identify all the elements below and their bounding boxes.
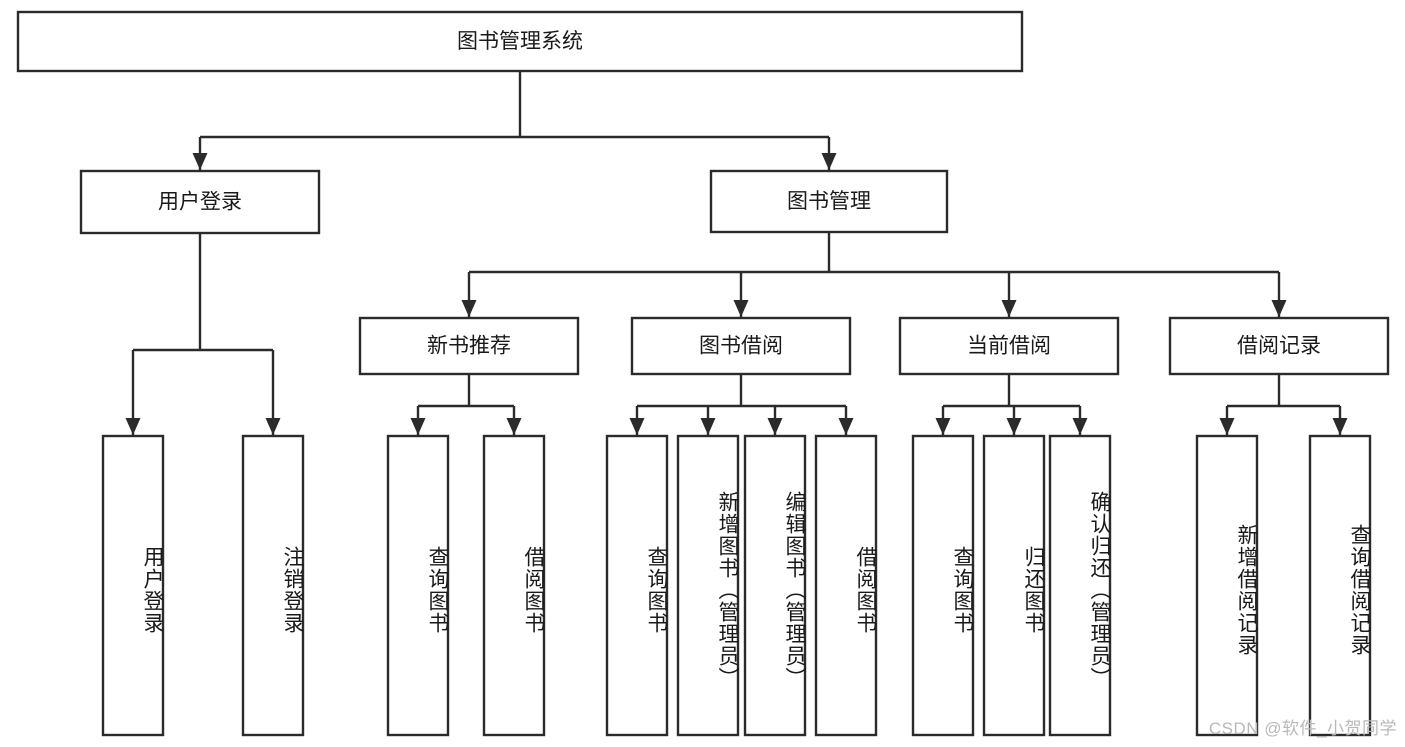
node-leaf-query-borrow-record[interactable] <box>1308 434 1372 737</box>
node-leaf-confirm-return-admin[interactable] <box>1048 434 1112 737</box>
node-rect <box>1168 316 1390 376</box>
node-new-book-rec[interactable]: 新书推荐 <box>358 316 580 376</box>
arrow-head-icon <box>265 418 281 435</box>
node-label: 借阅记录 <box>1237 335 1321 358</box>
node-leaf-return-book[interactable] <box>982 434 1046 737</box>
arrow-head-icon <box>700 418 716 435</box>
node-rect <box>982 434 1046 737</box>
arrow-head-icon <box>821 153 837 170</box>
node-rect <box>241 434 305 737</box>
watermark: CSDN @软件_小贺同学 <box>1208 719 1397 738</box>
node-current-borrow[interactable]: 当前借阅 <box>898 316 1120 376</box>
node-rect <box>911 434 975 737</box>
node-borrow-record[interactable]: 借阅记录 <box>1168 316 1390 376</box>
node-book-borrow[interactable]: 图书借阅 <box>630 316 852 376</box>
node-user-login[interactable]: 用户登录 <box>79 169 321 235</box>
arrow-head-icon <box>629 418 645 435</box>
arrow-head-icon <box>1271 300 1287 317</box>
node-leaf-borrow-book[interactable] <box>814 434 878 737</box>
arrow-head-icon <box>1006 418 1022 435</box>
node-rect <box>743 434 807 737</box>
arrow-head-icon <box>838 418 854 435</box>
node-rect <box>482 434 546 737</box>
node-leaf-query-book-cur[interactable] <box>911 434 975 737</box>
node-leaf-add-borrow-record[interactable] <box>1195 434 1259 737</box>
node-rect <box>1195 434 1259 737</box>
node-root-book-management-system[interactable]: 图书管理系统 <box>16 10 1024 73</box>
arrow-head-icon <box>733 300 749 317</box>
node-rect <box>605 434 669 737</box>
arrow-head-icon <box>935 418 951 435</box>
node-label: 用户登录 <box>158 191 242 214</box>
connectors-layer <box>125 71 1348 435</box>
node-rect <box>709 169 949 234</box>
node-rect <box>101 434 165 737</box>
node-label: 当前借阅 <box>967 335 1051 358</box>
node-label: 新书推荐 <box>427 335 511 358</box>
node-label: 图书管理 <box>787 190 871 213</box>
node-rect <box>814 434 878 737</box>
node-book-manage[interactable]: 图书管理 <box>709 169 949 234</box>
node-rect <box>79 169 321 235</box>
node-rect <box>630 316 852 376</box>
arrow-head-icon <box>1219 418 1235 435</box>
arrow-head-icon <box>506 418 522 435</box>
node-leaf-query-book-borrow[interactable] <box>605 434 669 737</box>
node-rect <box>676 434 740 737</box>
arrow-head-icon <box>461 300 477 317</box>
node-rect <box>386 434 450 737</box>
arrow-head-icon <box>1001 300 1017 317</box>
node-leaf-add-book-admin[interactable] <box>676 434 740 737</box>
node-label: 图书管理系统 <box>457 30 583 53</box>
arrow-head-icon <box>1332 418 1348 435</box>
node-leaf-logout-login[interactable] <box>241 434 305 737</box>
arrow-head-icon <box>125 418 141 435</box>
node-leaf-edit-book-admin[interactable] <box>743 434 807 737</box>
node-leaf-user-login[interactable] <box>101 434 165 737</box>
node-rect <box>16 10 1024 73</box>
node-rect <box>1308 434 1372 737</box>
node-rect <box>898 316 1120 376</box>
node-rect <box>1048 434 1112 737</box>
node-leaf-borrow-book-rec[interactable] <box>482 434 546 737</box>
arrow-head-icon <box>767 418 783 435</box>
node-leaf-query-book-rec[interactable] <box>386 434 450 737</box>
arrow-head-icon <box>192 153 208 170</box>
node-label: 图书借阅 <box>699 335 783 358</box>
arrow-head-icon <box>1072 418 1088 435</box>
arrow-head-icon <box>410 418 426 435</box>
node-rect <box>358 316 580 376</box>
